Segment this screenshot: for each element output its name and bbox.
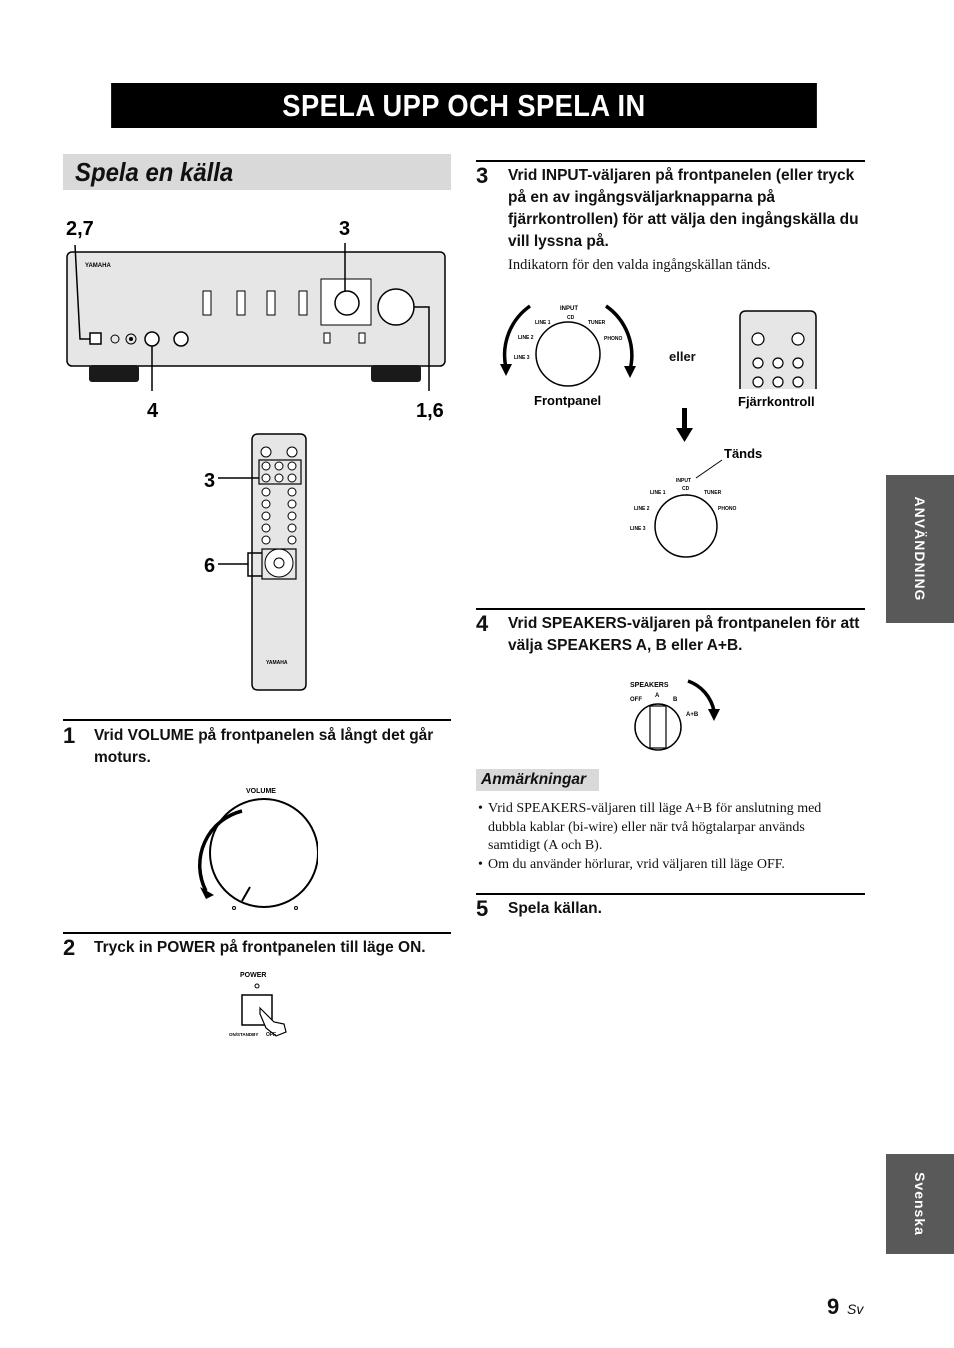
page-number: 9 xyxy=(827,1294,840,1319)
lit-phono-label: PHONO xyxy=(718,506,736,512)
amplifier-front-panel-figure: 2,7 3 YAMAHA 4 1,6 xyxy=(63,205,453,430)
speakers-selector-figure: SPEAKERS OFF A B A+B xyxy=(626,673,726,762)
side-tab-language[interactable]: Svenska xyxy=(886,1154,954,1254)
step-3-number: 3 xyxy=(476,163,489,188)
input-phono-label: PHONO xyxy=(604,336,622,342)
side-tab-language-label: Svenska xyxy=(912,1172,928,1236)
input-tuner-label: TUNER xyxy=(588,320,606,326)
power-illustration: POWER ON/STANDBY OFF xyxy=(229,972,287,1038)
step-3-subtext: Indikatorn för den valda ingångskällan t… xyxy=(508,257,771,273)
speakers-a-label: A xyxy=(655,693,660,699)
step-2-text: Tryck in POWER på frontpanelen till läge… xyxy=(94,939,426,956)
page-lang-code: Sv xyxy=(847,1301,864,1317)
lit-tuner-label: TUNER xyxy=(704,490,722,496)
step-4-number: 4 xyxy=(476,611,489,636)
speakers-illustration: SPEAKERS OFF A B A+B xyxy=(630,679,720,751)
speakers-off-label: OFF xyxy=(630,697,642,703)
step-1-text: Vrid VOLUME på frontpanelen så långt det… xyxy=(94,727,434,766)
lit-cd-label: CD xyxy=(682,486,690,492)
step-4-rule xyxy=(476,608,865,610)
step-2-number: 2 xyxy=(63,935,76,960)
speakers-b-label: B xyxy=(673,697,678,703)
lit-input-label: INPUT xyxy=(676,478,691,484)
remote-control-figure: 3 6 YAMAHA xyxy=(200,432,320,699)
step-5-text: Spela källan. xyxy=(508,900,602,917)
input-label: INPUT xyxy=(560,306,578,312)
notes-item-2: Om du använder hörlurar, vrid väljaren t… xyxy=(488,857,785,872)
section-title: Spela en källa xyxy=(75,157,234,187)
speakers-ab-label: A+B xyxy=(686,712,699,718)
remote-brand-text: YAMAHA xyxy=(266,660,288,666)
step-5-rule xyxy=(476,893,865,895)
step-3-rule xyxy=(476,160,865,162)
callout-1-6: 1,6 xyxy=(416,400,444,422)
remote-caption: Fjärrkontroll xyxy=(738,394,815,409)
notes-title: Anmärkningar xyxy=(476,769,599,791)
volume-illustration: VOLUME xyxy=(198,788,319,910)
input-selector-figure: INPUT CD TUNER PHONO LINE 1 LINE 2 LINE … xyxy=(498,298,643,418)
page-banner-title: SPELA UPP OCH SPELA IN xyxy=(111,83,817,128)
remote-illustration: 3 6 YAMAHA xyxy=(204,433,307,691)
callout-6: 6 xyxy=(204,555,215,577)
input-indicator-lit-figure: Tänds INPUT CD TUNER PHONO LINE 1 LINE 2… xyxy=(626,444,776,569)
step-2-rule xyxy=(63,932,451,934)
remote-input-buttons-figure: Fjärrkontroll xyxy=(730,305,830,420)
remote-input-illustration: Fjärrkontroll xyxy=(738,310,817,409)
or-label: eller xyxy=(669,349,696,364)
notes-bullet-2-marker: • xyxy=(478,857,483,872)
section-heading: Spela en källa xyxy=(63,154,451,190)
input-lit-illustration: Tänds INPUT CD TUNER PHONO LINE 1 LINE 2… xyxy=(630,446,762,558)
lit-line1-label: LINE 1 xyxy=(650,490,666,496)
power-off-label: OFF xyxy=(266,1032,276,1038)
lights-label: Tänds xyxy=(724,446,762,461)
notes-bullet-1-marker: • xyxy=(478,801,483,816)
input-selector-illustration: INPUT CD TUNER PHONO LINE 1 LINE 2 LINE … xyxy=(500,304,636,408)
input-line1-label: LINE 1 xyxy=(535,320,551,326)
power-switch-figure: POWER ON/STANDBY OFF xyxy=(226,968,296,1045)
down-arrow-icon xyxy=(676,408,694,449)
callout-2-7: 2,7 xyxy=(66,218,94,240)
step-4-text: Vrid SPEAKERS-väljaren på frontpanelen f… xyxy=(508,615,860,654)
amplifier-illustration: 2,7 3 YAMAHA 4 1,6 xyxy=(66,218,446,422)
step-1-rule xyxy=(63,719,451,721)
notes-item-1: Vrid SPEAKERS-väljaren till läge A+B för… xyxy=(488,801,822,853)
frontpanel-caption: Frontpanel xyxy=(534,393,601,408)
speakers-label: SPEAKERS xyxy=(630,682,669,689)
side-tab-usage[interactable]: ANVÄNDNING xyxy=(886,475,954,623)
input-line2-label: LINE 2 xyxy=(518,335,534,341)
step-5-number: 5 xyxy=(476,896,489,921)
callout-4: 4 xyxy=(147,400,159,422)
step-1-number: 1 xyxy=(63,723,76,748)
callout-3-top: 3 xyxy=(339,218,350,240)
step-3-text: Vrid INPUT-väljaren på frontpanelen (ell… xyxy=(508,167,859,250)
lit-line3-label: LINE 3 xyxy=(630,526,646,532)
brand-logo-text: YAMAHA xyxy=(85,263,111,269)
callout-3-remote: 3 xyxy=(204,470,215,492)
volume-knob-figure: VOLUME xyxy=(188,783,319,918)
power-standby-label: ON/STANDBY xyxy=(229,1032,258,1037)
input-line3-label: LINE 3 xyxy=(514,355,530,361)
input-cd-label: CD xyxy=(567,315,575,321)
volume-label: VOLUME xyxy=(246,788,276,795)
power-label: POWER xyxy=(240,972,266,979)
side-tab-usage-label: ANVÄNDNING xyxy=(912,496,928,602)
lit-line2-label: LINE 2 xyxy=(634,506,650,512)
